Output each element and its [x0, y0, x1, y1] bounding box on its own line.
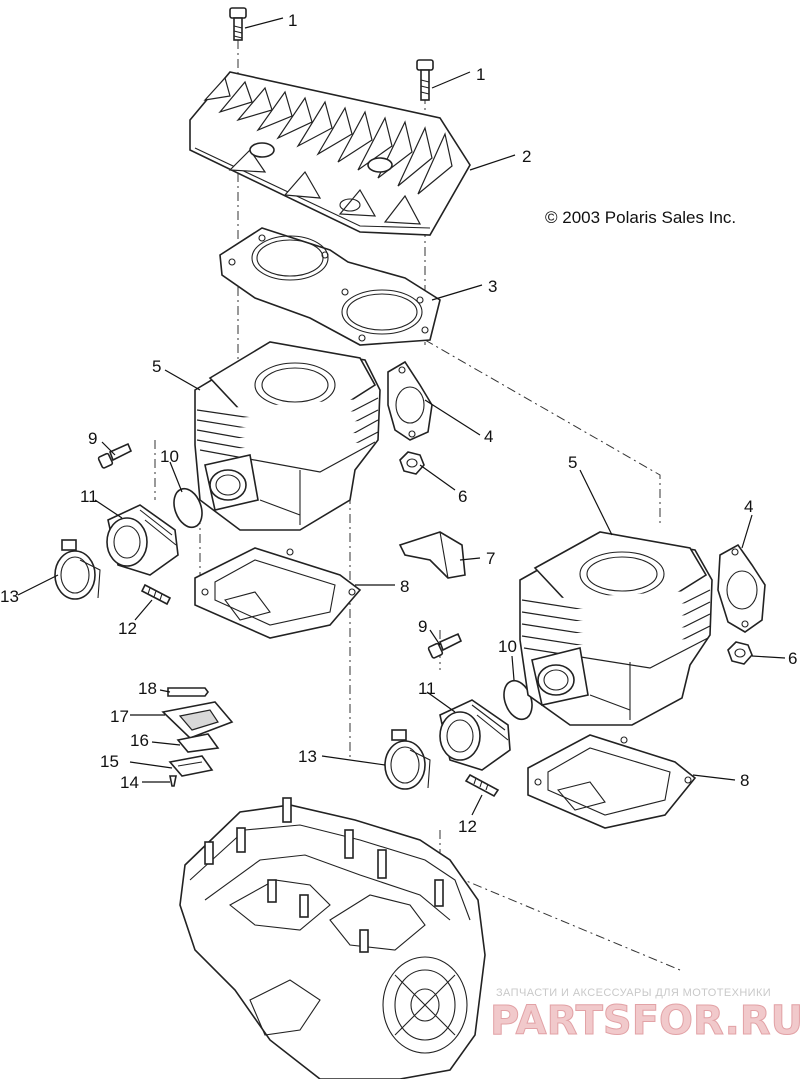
cylinder-head — [189, 71, 471, 236]
stud-right — [464, 773, 500, 798]
callout-6a: 6 — [458, 487, 467, 506]
clamp-left — [54, 539, 101, 600]
callout-15: 15 — [100, 752, 119, 771]
bolt-top-left — [229, 7, 247, 41]
watermark: ЗАПЧАСТИ И АКСЕССУАРЫ ДЛЯ МОТОТЕХНИКИ PA… — [490, 987, 800, 1045]
callout-13a: 13 — [0, 587, 19, 606]
leader-lines — [17, 17, 786, 816]
nut-left — [399, 451, 425, 475]
crankcase-studs — [204, 797, 444, 953]
callout-4a: 4 — [484, 427, 493, 446]
cylinder-left — [194, 341, 381, 531]
reed-screw — [169, 775, 177, 787]
callout-labels: 1 1 2 3 5 4 9 10 6 5 11 4 7 13 8 12 9 10… — [0, 11, 797, 836]
stud-left — [140, 583, 172, 606]
screw-right — [427, 632, 463, 659]
bolt-top-right — [416, 59, 434, 101]
callout-10b: 10 — [498, 637, 517, 656]
callout-8b: 8 — [740, 771, 749, 790]
callout-16: 16 — [130, 731, 149, 750]
screw-left — [97, 442, 133, 469]
callout-6b: 6 — [788, 649, 797, 668]
callout-9a: 9 — [88, 429, 97, 448]
exhaust-gasket-right — [717, 543, 766, 633]
callout-2: 2 — [522, 147, 531, 166]
callout-9b: 9 — [418, 617, 427, 636]
callout-5b: 5 — [568, 453, 577, 472]
watermark-brand: PARTSFOR.RU — [490, 998, 800, 1044]
watermark-tagline: ЗАПЧАСТИ И АКСЕССУАРЫ ДЛЯ МОТОТЕХНИКИ — [496, 987, 771, 999]
callout-7: 7 — [486, 549, 495, 568]
callout-12a: 12 — [118, 619, 137, 638]
intake-boot-left — [106, 504, 179, 576]
base-gasket-right — [527, 734, 697, 829]
callout-1a: 1 — [288, 11, 297, 30]
reed-stop — [168, 755, 214, 777]
cylinder-right — [519, 531, 713, 726]
bracket — [398, 531, 466, 579]
callout-8a: 8 — [400, 577, 409, 596]
clamp-right — [384, 729, 431, 790]
intake-boot-right — [439, 699, 511, 771]
reed-cage — [161, 701, 234, 739]
callout-11a: 11 — [80, 487, 98, 506]
reed-pin — [167, 687, 209, 697]
head-gasket — [219, 227, 441, 346]
callout-5a: 5 — [152, 357, 161, 376]
callout-18: 18 — [138, 679, 157, 698]
crankcase — [179, 797, 486, 1079]
callout-10a: 10 — [160, 447, 179, 466]
nut-right — [727, 641, 753, 665]
callout-4b: 4 — [744, 497, 753, 516]
callout-3: 3 — [488, 277, 497, 296]
callout-12b: 12 — [458, 817, 477, 836]
base-gasket-left — [194, 547, 362, 639]
reed-petal — [176, 733, 220, 753]
callout-1b: 1 — [476, 65, 485, 84]
callout-14: 14 — [120, 773, 139, 792]
callout-11b: 11 — [418, 679, 436, 698]
callout-17: 17 — [110, 707, 129, 726]
exhaust-gasket-left — [387, 360, 433, 441]
copyright-notice: © 2003 Polaris Sales Inc. — [545, 208, 736, 227]
callout-13b: 13 — [298, 747, 317, 766]
